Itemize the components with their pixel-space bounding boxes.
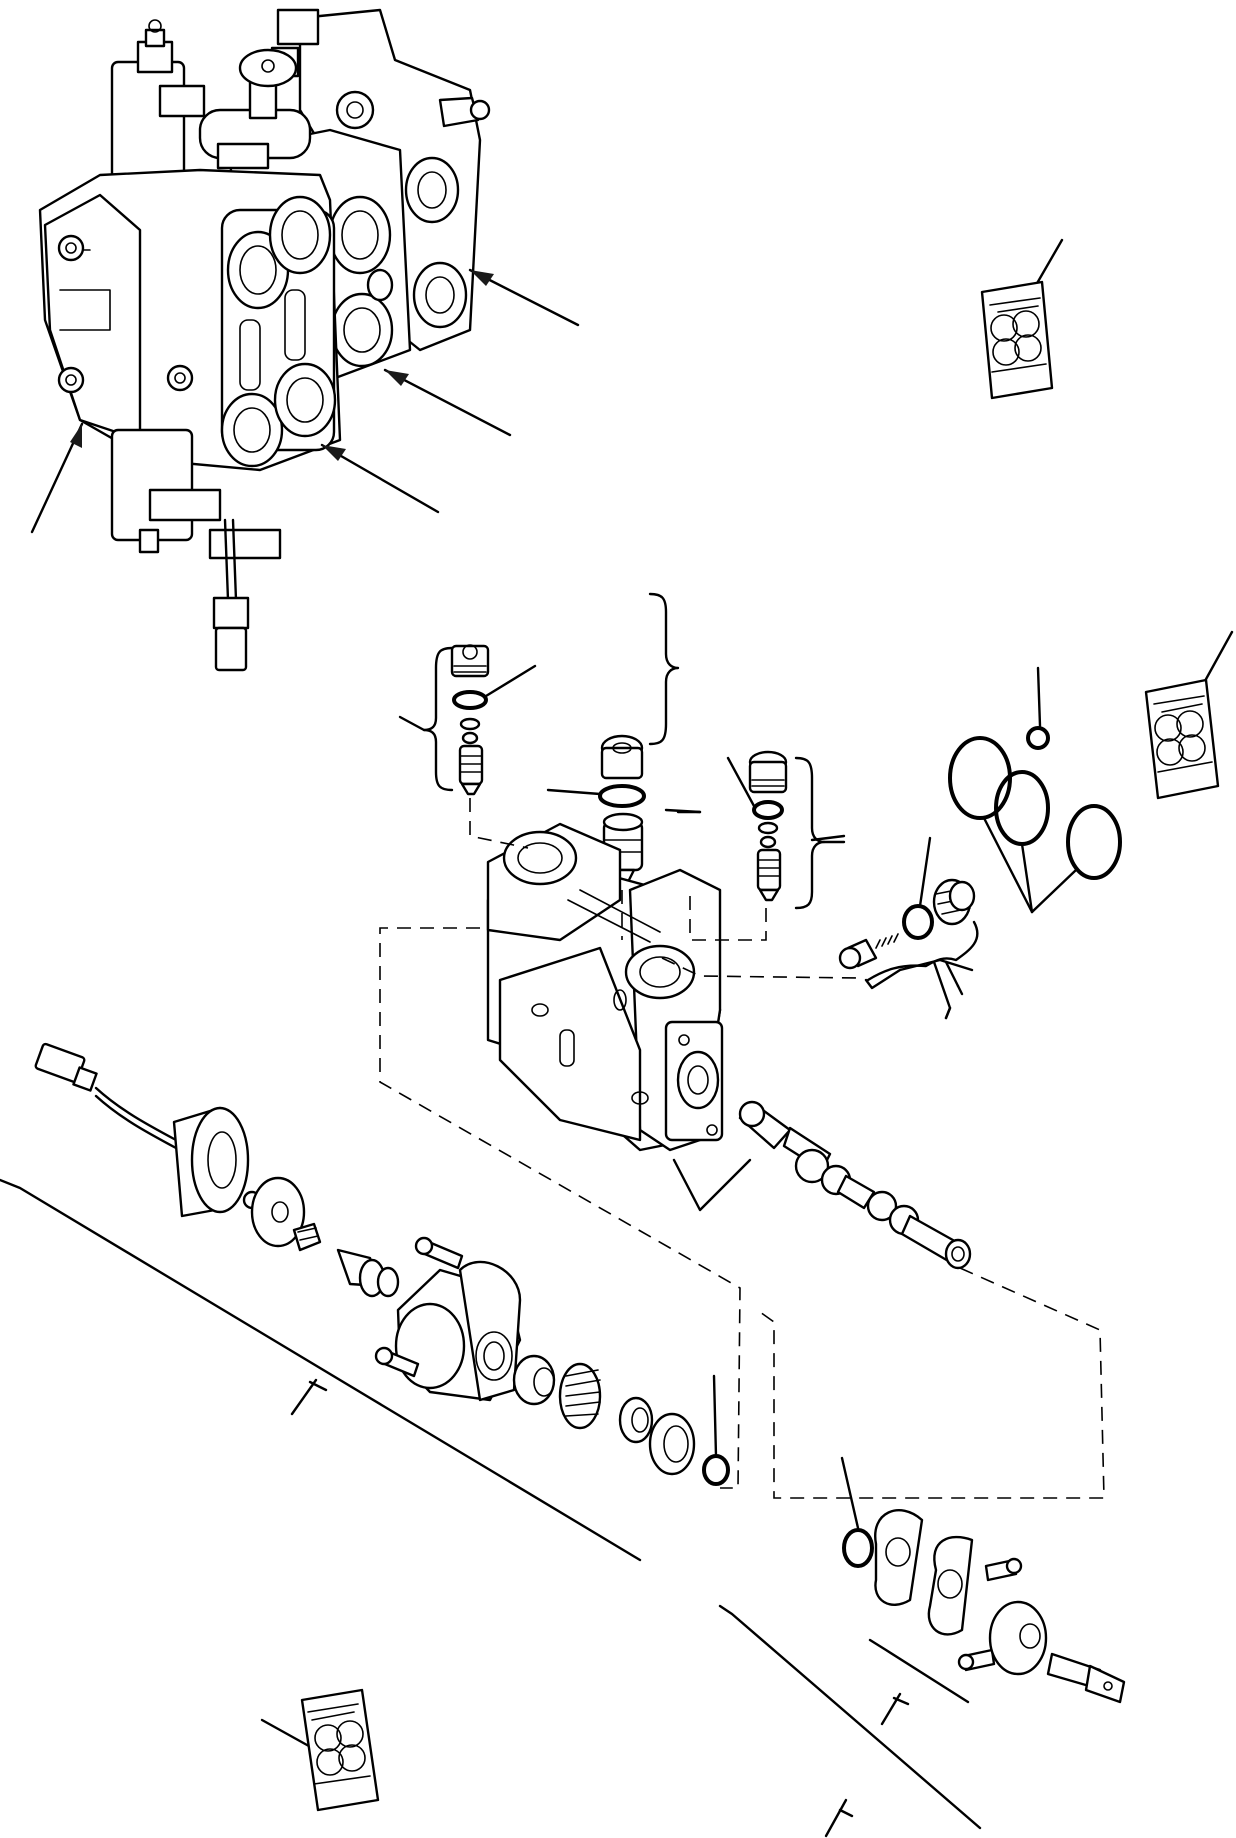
assembly-dashed-lines (379, 798, 1105, 1499)
relief-cartridge-left (398, 644, 537, 796)
solenoid-actuator-assembly (34, 1042, 730, 1486)
parts-kit-icon (260, 1688, 380, 1812)
assembled-control-valve (30, 8, 580, 672)
end-cap-assembly (840, 1456, 1126, 1704)
valve-section-body (486, 822, 752, 1212)
parts-kit-icon (980, 238, 1064, 400)
relief-cartridge-right (726, 750, 846, 910)
leader-arrows-top (30, 268, 580, 534)
valve-spool (738, 1100, 972, 1270)
seal-ring-set (948, 666, 1122, 914)
check-valve-parts (838, 836, 979, 1020)
grouping-brackets (0, 958, 982, 1838)
parts-kit-icon (1144, 630, 1234, 800)
